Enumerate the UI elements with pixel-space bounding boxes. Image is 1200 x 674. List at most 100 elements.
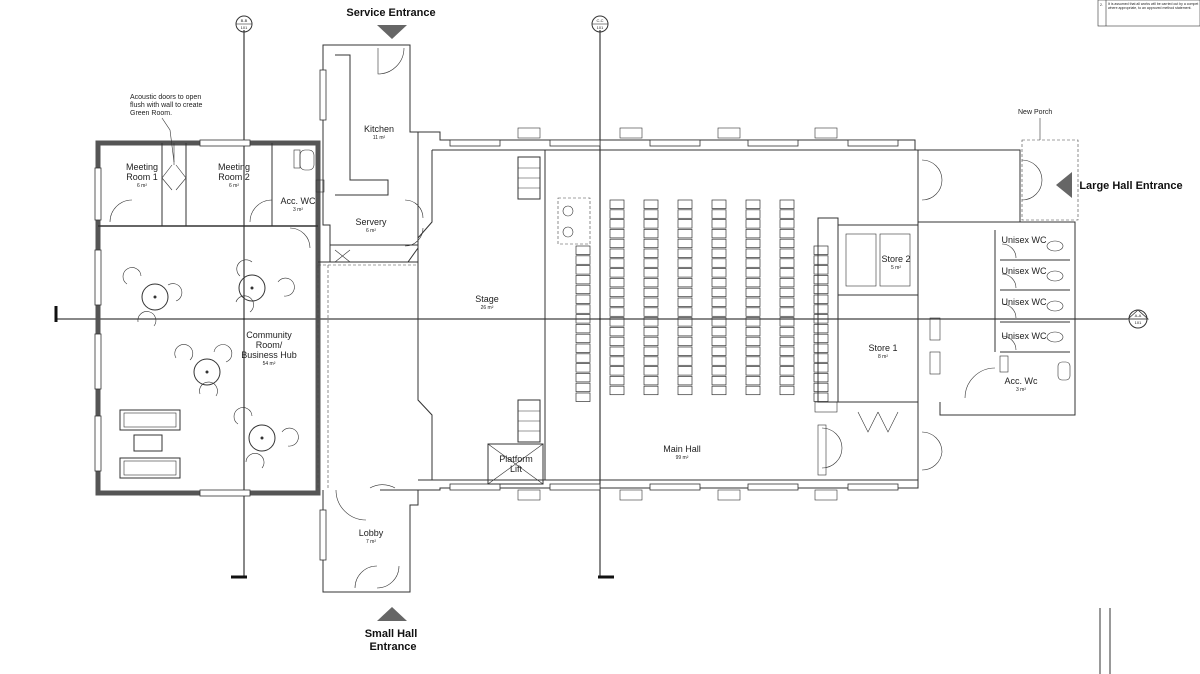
small-hall-entrance-label-line-1: Small Hall (365, 628, 418, 640)
seat (745, 356, 761, 366)
title-block: 2. It is assumed that all works will be … (1097, 0, 1200, 27)
seat (779, 297, 795, 307)
seat (643, 209, 659, 219)
seat (609, 238, 625, 249)
seat (677, 278, 693, 288)
service-entrance-label: Service Entrance (346, 7, 435, 19)
seat (745, 268, 761, 278)
seat (779, 229, 795, 239)
section-marker-a-top: A-A (1135, 313, 1142, 318)
seat (779, 336, 795, 347)
seat (643, 366, 659, 376)
seat (711, 209, 727, 219)
furniture-tables (119, 259, 299, 479)
seat (677, 336, 693, 347)
kitchen-area: 11 m² (373, 135, 386, 141)
section-marker-c-top: C-C (596, 18, 603, 23)
community-room-block (94, 139, 321, 497)
unisex-wc-3-label: Unisex WC (1001, 297, 1047, 307)
community-room-label-line-2: Room/ (256, 340, 283, 350)
stage-area: 26 m² (481, 305, 494, 311)
seat (711, 317, 727, 327)
seat (745, 297, 761, 307)
seat (643, 229, 659, 239)
seat (813, 265, 829, 275)
acc-wc-left-area: 3 m² (293, 207, 303, 213)
seat (609, 219, 625, 229)
kitchen-label: Kitchen (364, 124, 394, 134)
seat (813, 314, 829, 324)
seat (677, 248, 693, 258)
seat (745, 219, 761, 229)
seat (643, 297, 659, 307)
seat (779, 327, 795, 337)
seat (677, 317, 693, 327)
seat (575, 324, 591, 334)
section-marker-a: A-A 101 (1126, 309, 1150, 329)
seat (643, 336, 659, 347)
stage-label: Stage (475, 294, 499, 304)
seat (745, 229, 761, 239)
seating-rows (575, 199, 829, 402)
seat (609, 346, 625, 356)
seat (609, 366, 625, 376)
seat (711, 268, 727, 278)
seat (609, 297, 625, 307)
seat (677, 307, 693, 317)
lobby-area: 7 m² (366, 539, 376, 545)
seat (813, 343, 829, 353)
seat (813, 382, 829, 393)
section-marker-c: C-C 101 (591, 15, 609, 33)
community-room-label-line-3: Business Hub (241, 350, 297, 360)
seat (677, 287, 693, 298)
seat (779, 209, 795, 219)
seat (609, 376, 625, 386)
seat (779, 385, 795, 396)
lobby-label: Lobby (359, 528, 384, 538)
title-block-note-number: 2. (1100, 3, 1103, 7)
seat (711, 356, 727, 366)
seat (609, 356, 625, 366)
seat (711, 336, 727, 347)
seat (813, 284, 829, 295)
seat (677, 258, 693, 268)
seat (779, 287, 795, 298)
section-marker-c-bottom: 101 (597, 25, 604, 30)
seat (745, 248, 761, 258)
servery-label: Servery (355, 217, 387, 227)
seat (779, 278, 795, 288)
seat (745, 209, 761, 219)
section-marker-b: B-B 101 (235, 15, 253, 33)
store-1-area: 8 m² (878, 354, 888, 360)
seat (711, 199, 727, 209)
seat (711, 327, 727, 337)
acc-wc-left-fixtures (293, 149, 325, 193)
new-porch-label: New Porch (1018, 109, 1052, 116)
meeting-room-1-area: 6 m² (137, 183, 147, 189)
main-hall-label: Main Hall (663, 444, 701, 454)
seat (575, 275, 591, 285)
store-2-area: 5 m² (891, 265, 901, 271)
seat (813, 294, 829, 304)
seat (609, 278, 625, 288)
seat (575, 314, 591, 324)
seat (643, 238, 659, 249)
seat (643, 356, 659, 366)
seat (677, 199, 693, 209)
seat (643, 248, 659, 258)
seat (711, 258, 727, 268)
seat (575, 265, 591, 275)
seat (643, 219, 659, 229)
seat (779, 219, 795, 229)
acc-wc-right-label: Acc. Wc (1005, 376, 1038, 386)
seat (779, 248, 795, 258)
seat (779, 366, 795, 376)
seat (609, 248, 625, 258)
seat (779, 376, 795, 386)
seat (745, 238, 761, 249)
seat (643, 317, 659, 327)
seat (575, 392, 591, 402)
seat (779, 346, 795, 356)
seat (745, 287, 761, 298)
seat (813, 363, 829, 373)
